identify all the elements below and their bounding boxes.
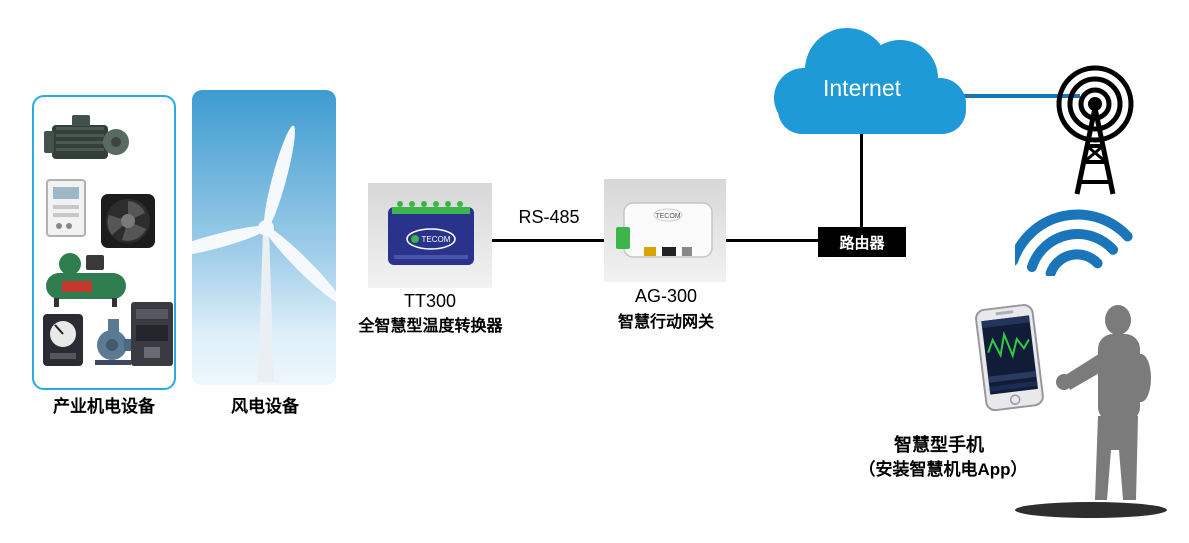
router-box: 路由器 bbox=[818, 227, 906, 257]
ag300-name: AG-300 bbox=[634, 286, 698, 306]
ag300-brand-text: TECOM bbox=[655, 213, 680, 220]
rs485-link-line bbox=[492, 239, 606, 242]
motor-icon bbox=[44, 115, 129, 159]
broadcast-tower-icon bbox=[1040, 58, 1150, 198]
breaker-icon bbox=[131, 302, 173, 366]
person-shadow bbox=[1015, 502, 1167, 518]
gateway-router-line bbox=[726, 239, 818, 242]
wifi-waves-icon bbox=[1015, 196, 1140, 276]
wind-equipment-label: 风电设备 bbox=[231, 397, 299, 416]
compressor-icon bbox=[46, 253, 126, 307]
ag300-device-image: TECOM bbox=[604, 179, 726, 282]
controller-icon bbox=[46, 179, 86, 237]
industrial-equipment-label: 产业机电设备 bbox=[53, 397, 155, 416]
meter-icon bbox=[43, 314, 83, 366]
industrial-equipment-panel bbox=[32, 95, 176, 390]
tt300-brand-text: TECOM bbox=[422, 235, 451, 244]
wind-turbine-image bbox=[192, 90, 336, 385]
fan-icon bbox=[101, 194, 155, 248]
person-silhouette bbox=[1040, 300, 1170, 505]
tt300-name: TT300 bbox=[403, 291, 457, 311]
tt300-desc: 全智慧型温度转换器 bbox=[358, 318, 503, 335]
internet-label: Internet bbox=[823, 75, 902, 101]
internet-antenna-line bbox=[950, 94, 1080, 98]
smartphone-image bbox=[974, 303, 1046, 414]
rs485-label: RS-485 bbox=[518, 207, 580, 227]
tt300-device-image: TECOM bbox=[368, 183, 492, 288]
ag300-desc: 智慧行动网关 bbox=[617, 314, 714, 331]
router-label: 路由器 bbox=[839, 234, 885, 252]
smartphone-label-line2: （安装智慧机电App） bbox=[858, 460, 1028, 479]
router-internet-line bbox=[860, 130, 863, 227]
smartphone-label-line1: 智慧型手机 bbox=[894, 435, 984, 455]
internet-cloud: Internet bbox=[752, 22, 970, 144]
